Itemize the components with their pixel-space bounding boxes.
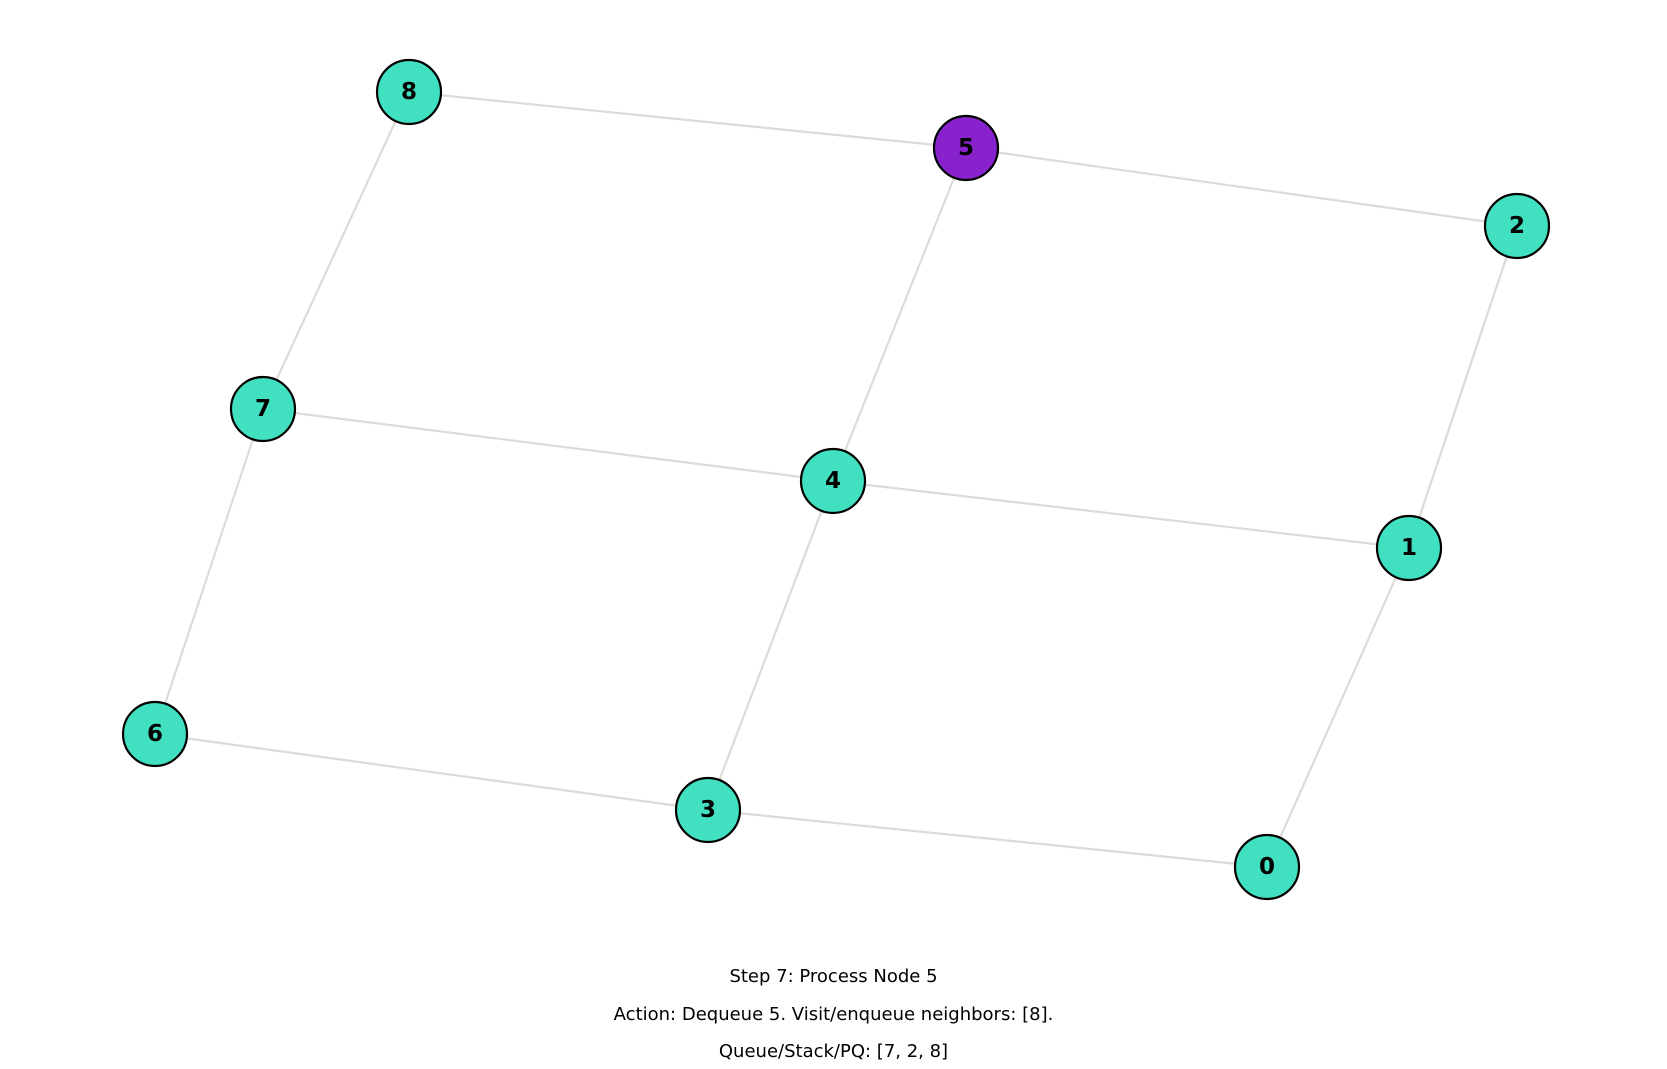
edges-layer	[153, 90, 1519, 869]
node-1: 1	[1375, 514, 1443, 582]
edge-4-3	[706, 480, 835, 811]
edge-2-1	[1407, 225, 1519, 549]
node-label-7: 7	[255, 396, 271, 422]
node-6: 6	[121, 700, 189, 768]
node-circle-0	[1233, 833, 1301, 901]
edge-3-0	[707, 808, 1268, 869]
step-caption: Step 7: Process Node 5	[729, 966, 938, 987]
edge-5-2	[965, 146, 1518, 228]
node-circle-1	[1375, 514, 1443, 582]
queue-caption: Queue/Stack/PQ: [7, 2, 8]	[718, 1041, 949, 1062]
edge-7-6	[153, 408, 265, 735]
node-label-4: 4	[825, 468, 841, 494]
action-caption: Action: Dequeue 5. Visit/enqueue neighbo…	[613, 1004, 1054, 1025]
node-7: 7	[229, 375, 297, 443]
node-circle-7	[229, 375, 297, 443]
node-3: 3	[674, 776, 742, 844]
edge-8-7	[262, 91, 410, 410]
node-circle-5	[932, 114, 1000, 182]
edge-8-5	[408, 90, 967, 150]
node-label-2: 2	[1509, 213, 1525, 239]
node-8: 8	[375, 58, 443, 126]
nodes-layer: 0 1 2 3 4 5 6 7 8	[121, 58, 1551, 901]
node-circle-4	[799, 447, 867, 515]
node-5: 5	[932, 114, 1000, 182]
edge-4-1	[832, 479, 1410, 550]
node-label-1: 1	[1401, 535, 1417, 561]
node-circle-3	[674, 776, 742, 844]
node-label-8: 8	[401, 79, 417, 105]
node-label-6: 6	[147, 721, 163, 747]
node-label-3: 3	[700, 797, 716, 823]
edge-7-4	[262, 407, 834, 483]
edge-5-4	[831, 147, 968, 482]
node-circle-6	[121, 700, 189, 768]
node-2: 2	[1483, 192, 1551, 260]
node-label-5: 5	[958, 135, 974, 161]
node-circle-2	[1483, 192, 1551, 260]
node-0: 0	[1233, 833, 1301, 901]
edge-1-0	[1265, 547, 1411, 868]
graph-diagram: 0 1 2 3 4 5 6 7 8	[121, 58, 1551, 901]
node-4: 4	[799, 447, 867, 515]
edge-6-3	[154, 732, 709, 812]
node-circle-8	[375, 58, 443, 126]
node-label-0: 0	[1259, 854, 1275, 880]
